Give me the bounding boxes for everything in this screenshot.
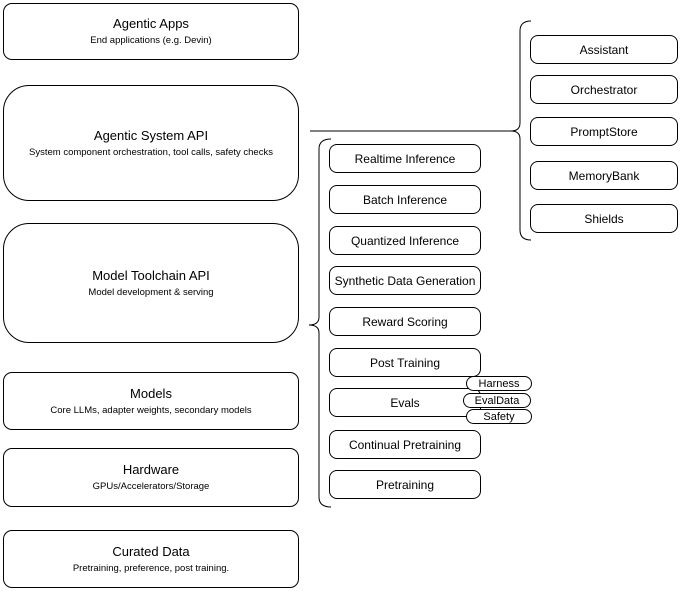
node-hardware-title: Hardware xyxy=(122,462,180,478)
node-orchestrator: Orchestrator xyxy=(530,75,678,104)
node-pretraining: Pretraining xyxy=(329,470,481,499)
tag-safety: Safety xyxy=(466,409,532,424)
node-promptstore: PromptStore xyxy=(530,117,678,146)
node-hardware: Hardware GPUs/Accelerators/Storage xyxy=(3,448,299,507)
node-curated-data-title: Curated Data xyxy=(112,543,190,559)
node-agentic-apps-title: Agentic Apps xyxy=(113,16,189,32)
node-shields: Shields xyxy=(530,204,678,233)
node-quantized-inference: Quantized Inference xyxy=(329,226,481,255)
node-continual-pretraining: Continual Pretraining xyxy=(329,430,481,459)
tag-harness: Harness xyxy=(466,376,532,391)
node-hardware-subtitle: GPUs/Accelerators/Storage xyxy=(92,481,210,493)
node-model-toolchain-api-title: Model Toolchain API xyxy=(92,267,210,283)
node-models: Models Core LLMs, adapter weights, secon… xyxy=(3,372,299,430)
node-realtime-inference: Realtime Inference xyxy=(329,144,481,173)
node-curated-data: Curated Data Pretraining, preference, po… xyxy=(3,530,299,588)
node-reward-scoring: Reward Scoring xyxy=(329,307,481,336)
node-agentic-apps: Agentic Apps End applications (e.g. Devi… xyxy=(3,3,299,60)
brace-toolchain-group xyxy=(308,138,332,508)
node-agentic-system-api-subtitle: System component orchestration, tool cal… xyxy=(29,146,273,158)
node-agentic-system-api-title: Agentic System API xyxy=(93,127,209,143)
node-assistant: Assistant xyxy=(530,35,678,64)
node-models-subtitle: Core LLMs, adapter weights, secondary mo… xyxy=(50,404,252,416)
node-curated-data-subtitle: Pretraining, preference, post training. xyxy=(72,562,230,574)
node-model-toolchain-api-subtitle: Model development & serving xyxy=(88,286,214,298)
node-agentic-apps-subtitle: End applications (e.g. Devin) xyxy=(90,35,212,47)
node-post-training: Post Training xyxy=(329,348,481,377)
node-synthetic-data-generation: Synthetic Data Generation xyxy=(329,266,481,295)
tag-evaldata: EvalData xyxy=(463,393,531,408)
brace-components-group xyxy=(510,20,532,241)
node-evals: Evals xyxy=(329,388,481,417)
node-memorybank: MemoryBank xyxy=(530,161,678,190)
node-model-toolchain-api: Model Toolchain API Model development & … xyxy=(3,223,299,343)
node-batch-inference: Batch Inference xyxy=(329,185,481,214)
node-agentic-system-api: Agentic System API System component orch… xyxy=(3,85,299,201)
node-models-title: Models xyxy=(130,385,172,401)
